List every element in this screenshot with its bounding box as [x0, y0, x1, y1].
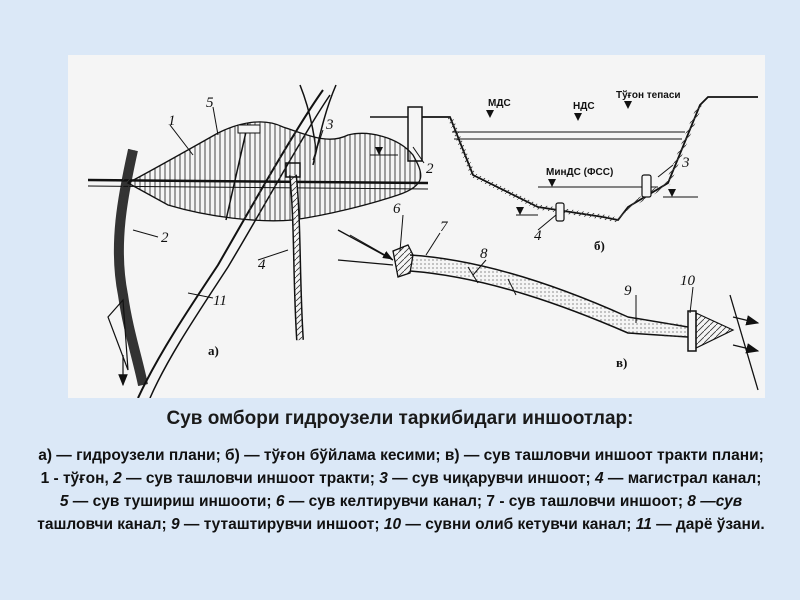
- label-a: а): [208, 343, 219, 358]
- figure-title: Сув омбори гидроузели таркибидаги иншоот…: [166, 408, 634, 429]
- figure-caption: а) — гидроузели плани; б) — тўғон бўйлам…: [36, 444, 766, 536]
- outlet-structure: [285, 162, 301, 178]
- figure-panel: 1 5 3 2 4 11 а): [68, 55, 765, 398]
- caption-part: — дарё ўзани.: [651, 516, 765, 533]
- caption-num-5: 5: [59, 493, 69, 510]
- caption-num-2: 2: [113, 470, 122, 487]
- reservoir: [126, 121, 422, 222]
- tract-label-10: 10: [680, 273, 696, 289]
- caption-part: — туташтирувчи иншоот;: [179, 516, 384, 533]
- caption-part: — магистрал канал;: [603, 470, 762, 487]
- label-5: 5: [206, 95, 214, 111]
- tract-label-6: 6: [393, 201, 401, 217]
- label-11: 11: [213, 293, 227, 309]
- tract-view: 6 7 8 9 10 в): [337, 201, 760, 391]
- caption-part: ташловчи канал;: [37, 516, 171, 533]
- level-mds: МДС: [488, 98, 511, 109]
- caption-num-6: 6: [275, 493, 285, 510]
- caption-num-3: 3: [379, 470, 388, 487]
- caption-num-9: 9: [170, 516, 180, 533]
- section-label-4: 4: [534, 228, 542, 244]
- caption-part: а) — гидроузели плани; б) — тўғон бўйлам…: [38, 447, 764, 487]
- caption-part: — сув тушириш иншооти;: [68, 493, 276, 510]
- release-structure: [225, 122, 249, 221]
- caption-part: — сув чиқарувчи иншоот;: [387, 470, 595, 487]
- river-bed: [137, 89, 324, 398]
- diagram-svg: 1 5 3 2 4 11 а): [87, 84, 760, 398]
- label-1: 1: [168, 113, 176, 129]
- label-4: 4: [258, 257, 266, 273]
- dam-axis: [87, 178, 429, 185]
- caption-part: — сувни олиб кетувчи канал;: [401, 516, 636, 533]
- label-2: 2: [161, 230, 169, 246]
- label-b: б): [594, 238, 605, 253]
- caption-part: — сув келтирувчи канал; 7 - сув ташловчи…: [284, 493, 688, 510]
- caption-part: — сув ташловчи иншоот тракти;: [121, 470, 380, 487]
- level-nds: НДС: [573, 101, 595, 112]
- plan-view: 1 5 3 2 4 11 а): [87, 84, 429, 398]
- caption-num-4: 4: [594, 470, 604, 487]
- caption-num-11: 11: [635, 516, 652, 533]
- section-label-3: 3: [681, 155, 690, 171]
- label-v: в): [616, 355, 627, 370]
- tract-label-8: 8: [480, 246, 488, 262]
- dam-crest-label: Тўғон тепаси: [616, 89, 681, 101]
- section-label-2: 2: [426, 161, 434, 177]
- label-3: 3: [325, 117, 334, 133]
- level-minds: МинДС (ФСС): [546, 167, 613, 178]
- caption-num-10: 10: [383, 516, 402, 533]
- caption-num-8: 8 —сув: [687, 493, 743, 510]
- section-view: МДС НДС Тўғон тепаси МинДС (ФСС) 2 3 4 б…: [370, 89, 758, 253]
- tract-label-9: 9: [624, 283, 632, 299]
- spillway-canal: [409, 254, 689, 328]
- tract-label-7: 7: [440, 219, 449, 235]
